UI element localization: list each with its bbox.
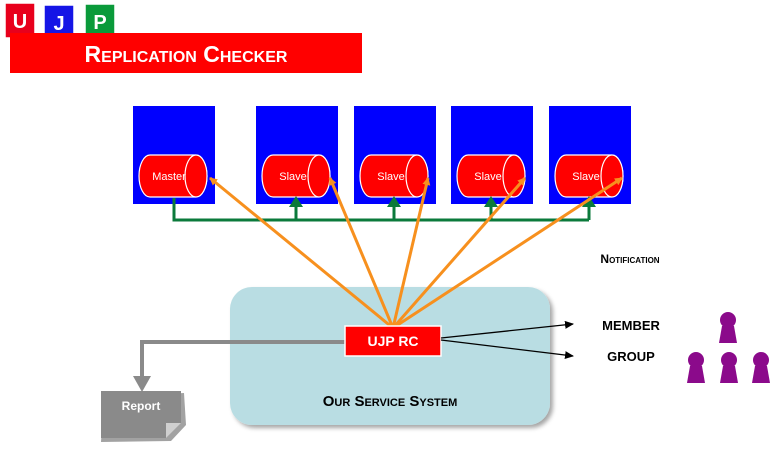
group-label: GROUP: [607, 349, 655, 364]
db-label: Slave: [377, 171, 405, 183]
database-icon: [138, 154, 208, 198]
report-label: Report: [122, 399, 161, 413]
replication-arrow-4: [582, 196, 596, 220]
db-label: Slave: [279, 171, 307, 183]
replication-arrow-2: [387, 196, 401, 220]
check-arrow-slave-4: [392, 176, 623, 330]
notification-arrows: [440, 320, 574, 360]
logo-letter-j: J: [53, 13, 64, 35]
logo-letter-u: U: [13, 11, 27, 33]
check-arrow-slave-2: [391, 177, 431, 329]
report-document: Report: [101, 391, 186, 442]
db-server-2: Slave: [354, 106, 436, 204]
title-banner: Replication Checker: [10, 33, 362, 73]
logo-letter-p: P: [93, 12, 106, 34]
notify-member-arrow: [440, 320, 574, 339]
db-label: Master: [152, 171, 186, 183]
database-icon: [359, 154, 429, 198]
person-icon-group-1: [687, 352, 705, 383]
ujp-rc-label: UJP RC: [367, 333, 418, 349]
member-label: MEMBER: [602, 318, 660, 333]
page-title: Replication Checker: [85, 41, 288, 67]
person-icon-group-2: [720, 352, 738, 383]
database-icon: [261, 154, 331, 198]
service-system-label: Our Service System: [323, 393, 458, 410]
check-arrow-slave-3: [391, 177, 527, 329]
person-icon-member: [719, 312, 737, 343]
check-arrows: [209, 176, 623, 330]
check-arrow-slave-1: [328, 177, 395, 329]
db-server-3: Slave: [451, 106, 533, 204]
notification-label: Notification: [600, 252, 659, 266]
ujp-rc-box: UJP RC: [344, 325, 442, 357]
person-icon-group-3: [752, 352, 770, 383]
db-label: Slave: [474, 171, 502, 183]
db-label: Slave: [572, 171, 600, 183]
db-server-4: Slave: [549, 106, 631, 204]
db-server-1: Slave: [256, 106, 338, 204]
check-arrow-master: [209, 176, 394, 330]
db-server-0: Master: [133, 106, 215, 204]
report-arrow: [133, 340, 345, 392]
replication-lines: [172, 196, 596, 222]
logo-letter-u-tile: U: [4, 2, 36, 39]
page-curl-icon: [166, 423, 181, 438]
notify-group-arrow: [440, 339, 574, 360]
replication-arrow-1: [289, 196, 303, 220]
